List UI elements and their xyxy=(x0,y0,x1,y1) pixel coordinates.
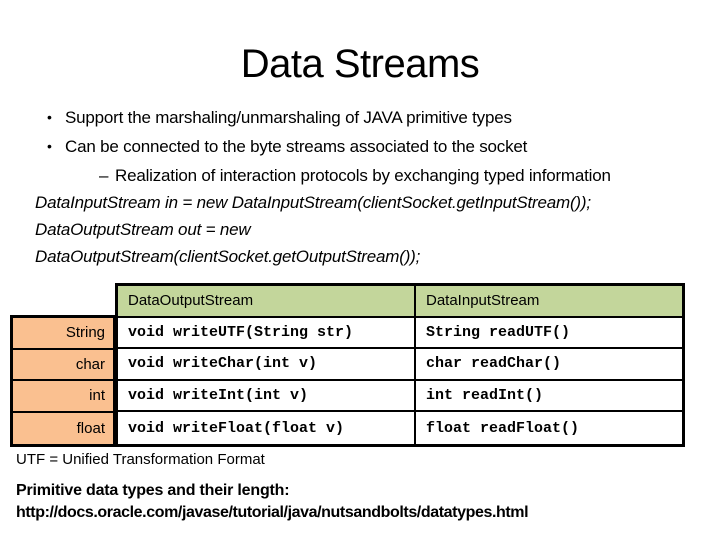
type-label-int: int xyxy=(13,381,113,413)
footnote-url: http://docs.oracle.com/javase/tutorial/j… xyxy=(16,504,529,521)
bullet-item: • Can be connected to the byte streams a… xyxy=(0,132,720,161)
code-line: DataOutputStream out = new xyxy=(35,220,251,239)
table-cell-read-int: int readInt() xyxy=(416,381,682,413)
column-header-output-stream: DataOutputStream xyxy=(118,286,416,318)
column-header-input-stream: DataInputStream xyxy=(416,286,682,318)
code-line: DataOutputStream(clientSocket.getOutputS… xyxy=(35,247,421,266)
table-cell-write-char: void writeChar(int v) xyxy=(118,349,416,381)
footnote-primitive-label: Primitive data types and their length: xyxy=(16,482,290,499)
type-label-char: char xyxy=(13,350,113,381)
bullet-icon: • xyxy=(47,109,52,125)
bullet-text: Can be connected to the byte streams ass… xyxy=(65,137,528,156)
code-line: DataInputStream in = new DataInputStream… xyxy=(35,193,591,212)
bullet-icon: • xyxy=(47,138,52,154)
type-label-float: float xyxy=(76,419,105,437)
table-cell-write-int: void writeInt(int v) xyxy=(118,380,416,413)
type-label-column: String char int float xyxy=(10,315,116,447)
sub-bullet-text: Realization of interaction protocols by … xyxy=(115,166,611,185)
footnote-utf: UTF = Unified Transformation Format xyxy=(16,451,265,468)
sub-bullet-item: – Realization of interaction protocols b… xyxy=(0,161,720,190)
bullet-item: • Support the marshaling/unmarshaling of… xyxy=(0,103,720,132)
type-label-string: String xyxy=(13,318,113,350)
methods-table: DataOutputStream DataInputStream void wr… xyxy=(115,283,685,447)
table-cell-write-utf: void writeUTF(String str) xyxy=(118,317,416,350)
table-cell-read-float: float readFloat() xyxy=(426,419,580,437)
table-cell-read-char: char readChar() xyxy=(416,349,682,381)
code-block: DataInputStream in = new DataInputStream… xyxy=(35,189,715,270)
bullet-text: Support the marshaling/unmarshaling of J… xyxy=(65,108,512,127)
bullet-list: • Support the marshaling/unmarshaling of… xyxy=(0,103,720,190)
dash-icon: – xyxy=(99,166,109,185)
table-cell-write-float: void writeFloat(float v) xyxy=(118,412,416,444)
table-cell-read-utf: String readUTF() xyxy=(416,318,682,350)
page-title: Data Streams xyxy=(240,42,480,86)
